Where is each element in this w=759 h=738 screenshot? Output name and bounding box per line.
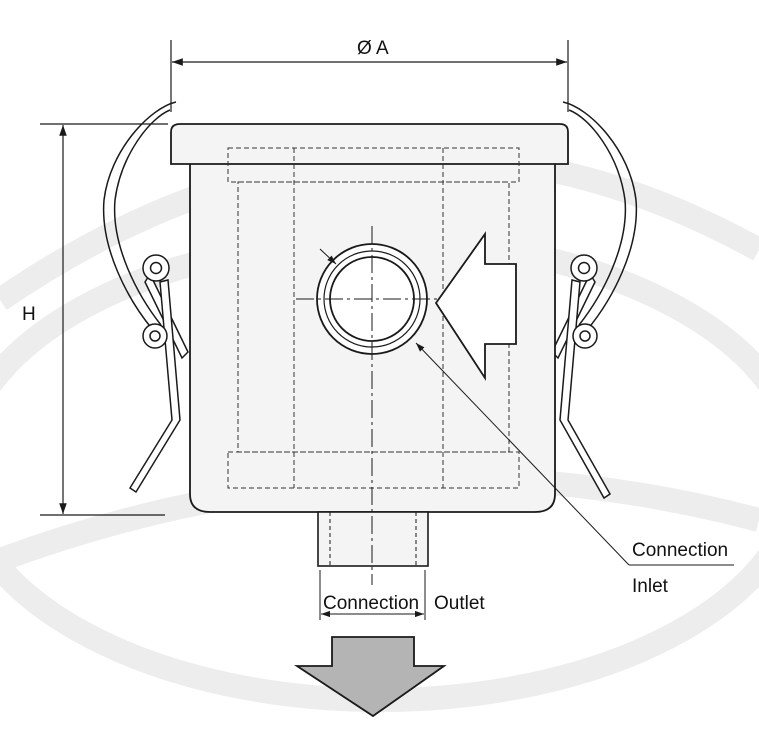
outlet-dimension bbox=[319, 570, 426, 620]
outlet-label: Outlet bbox=[434, 593, 485, 614]
port-diameter-pointer bbox=[319, 248, 337, 265]
height-label: H bbox=[22, 304, 36, 325]
right-clamp bbox=[551, 101, 638, 500]
outlet-nozzle bbox=[317, 511, 429, 567]
diameter-label: Ø A bbox=[357, 38, 389, 59]
arrow-down-icon bbox=[293, 636, 447, 718]
left-clamp bbox=[102, 101, 189, 494]
hidden-internal bbox=[227, 147, 520, 489]
inlet-port bbox=[316, 243, 428, 355]
lid bbox=[170, 123, 569, 165]
inlet-leader bbox=[415, 342, 734, 566]
center-lines bbox=[296, 226, 448, 585]
arrow-left-icon bbox=[434, 231, 517, 382]
dimension-diameter bbox=[170, 40, 569, 112]
dimension-height bbox=[40, 123, 168, 516]
inlet-label: Inlet bbox=[632, 576, 669, 597]
inlet-connection-label: Connection bbox=[632, 540, 728, 561]
outlet-connection-label: Connection bbox=[323, 593, 419, 614]
